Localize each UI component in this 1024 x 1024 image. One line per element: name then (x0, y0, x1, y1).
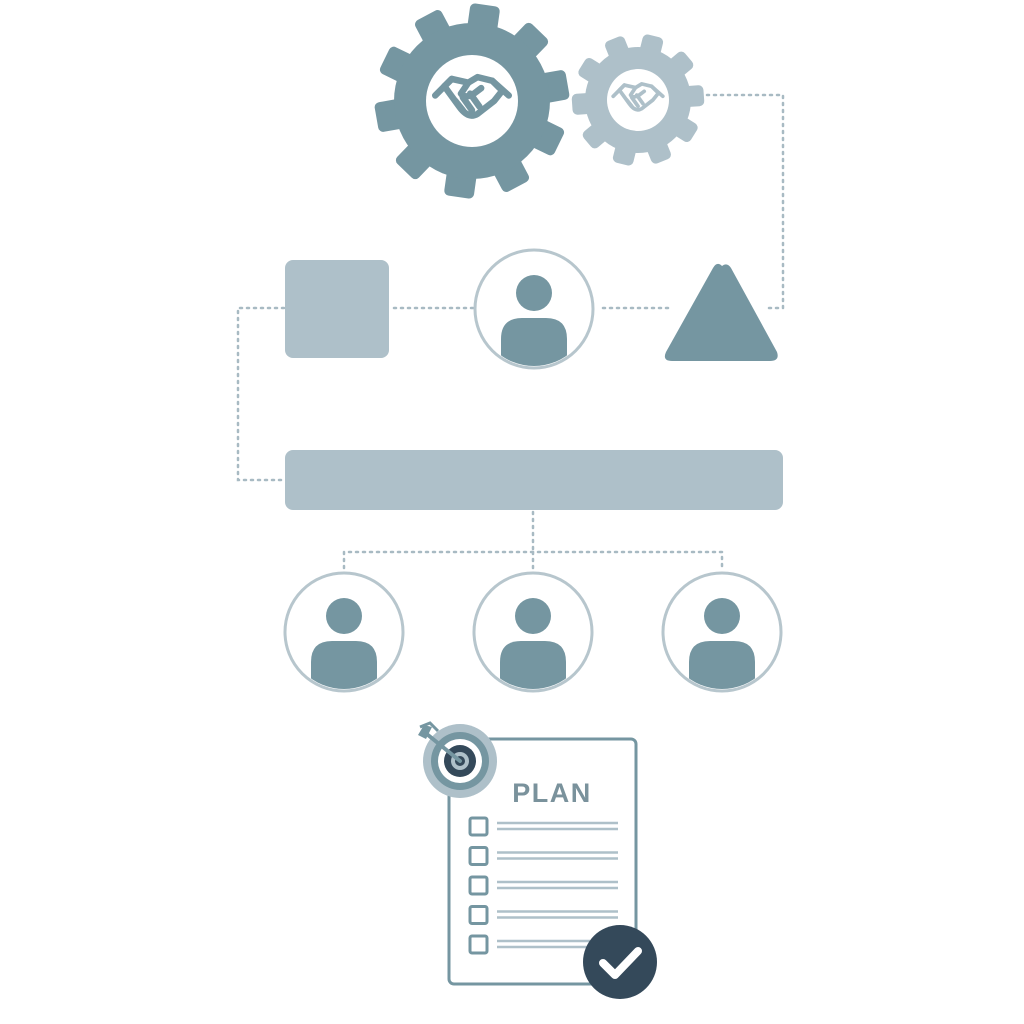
large-gear-icon (374, 3, 570, 199)
square-shape (285, 260, 389, 358)
checkbox-icon (468, 905, 489, 925)
dart-icon (418, 721, 462, 763)
team-member-avatar (661, 571, 783, 693)
connector-gear-to-triangle (698, 93, 785, 310)
plan-paper (447, 737, 638, 986)
team-member-avatar (283, 571, 405, 693)
target-icon (418, 721, 497, 798)
team-member-avatar (472, 571, 594, 693)
checkbox-icon (468, 875, 489, 896)
small-gear-icon (571, 34, 705, 166)
check-icon (583, 925, 657, 999)
bar-shape (285, 450, 783, 510)
checklist-icon (468, 816, 618, 955)
plan-title: PLAN (512, 778, 592, 808)
checkbox-icon (468, 934, 489, 955)
triangle-shape (664, 263, 778, 361)
plan-document: PLAN (447, 737, 638, 986)
person-avatar-center (473, 248, 595, 370)
checkbox-icon (468, 846, 489, 866)
connector-lines (236, 93, 785, 570)
connector-square-to-bar (236, 306, 286, 482)
checkbox-icon (468, 816, 489, 837)
